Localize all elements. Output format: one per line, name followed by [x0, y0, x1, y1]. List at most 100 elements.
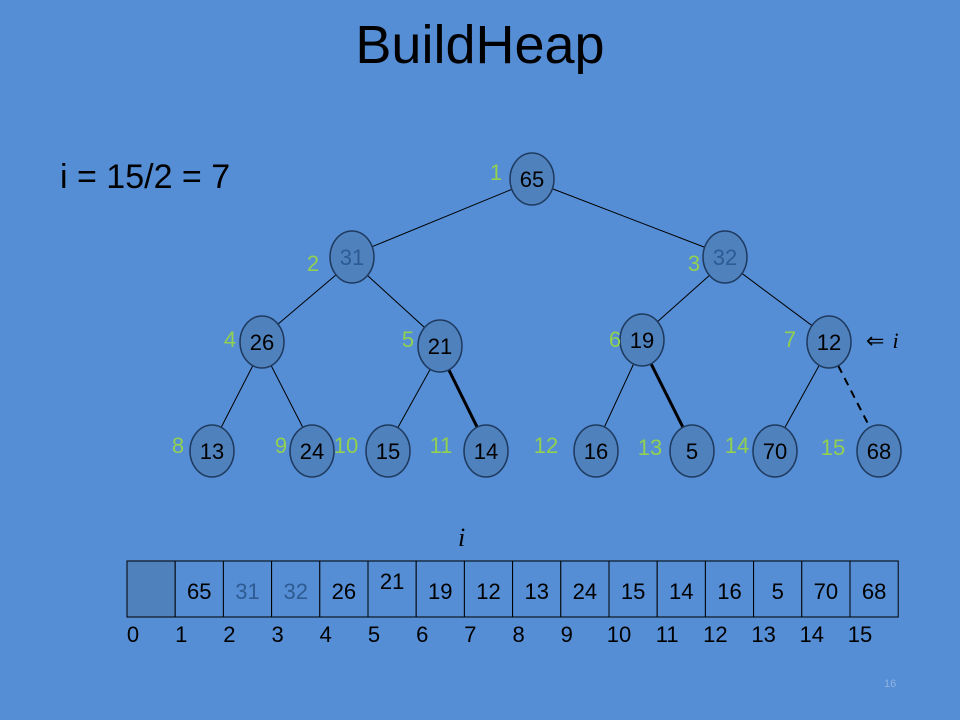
array-cell-3 — [271, 560, 321, 618]
array-index-label: 14 — [800, 622, 824, 647]
tree-edge-6-12 — [603, 363, 635, 428]
array-cell-value: 19 — [428, 579, 452, 604]
tree-node-circle — [463, 424, 509, 478]
tree-node-circle — [806, 315, 852, 369]
tree-node-value: 16 — [584, 439, 608, 464]
tree-node-6: 19 — [619, 313, 665, 367]
tree-node-value: 14 — [474, 439, 498, 464]
tree-node-14: 70 — [752, 424, 798, 478]
tree-edge-1-3 — [552, 188, 705, 248]
tree-node-circle — [619, 313, 665, 367]
page-number: 16 — [884, 678, 897, 690]
tree-node-1: 65 — [509, 152, 555, 206]
tree-node-value: 12 — [817, 330, 841, 355]
array-cell-value: 5 — [772, 579, 784, 604]
array-index-label: 11 — [656, 622, 679, 647]
tree-node-value: 65 — [520, 167, 544, 192]
tree-edge-4-8 — [220, 365, 254, 428]
array-cell-value: 68 — [862, 579, 886, 604]
array-index-label: 2 — [223, 622, 235, 647]
array-cell-value: 70 — [814, 579, 838, 604]
tree-position-label: 15 — [821, 435, 845, 460]
tree-node-11: 14 — [463, 424, 509, 478]
array-index-label: 6 — [416, 622, 428, 647]
tree-position-label: 8 — [172, 433, 184, 458]
array-pointer-i: i — [458, 523, 466, 552]
tree-position-label: 9 — [275, 433, 287, 458]
array-cell-11 — [656, 560, 706, 618]
array-cell-value: 16 — [717, 579, 741, 604]
array-index-label: 10 — [607, 622, 631, 647]
tree-edge-7-14 — [784, 365, 820, 428]
array-cell-2 — [222, 560, 273, 618]
array-index-label: 3 — [271, 622, 283, 647]
array-index-label: 15 — [848, 622, 872, 647]
array-cell-value: 13 — [524, 579, 548, 604]
array-cell-1 — [174, 560, 224, 618]
array-cell-7 — [463, 560, 514, 618]
array-cell-5 — [367, 560, 417, 618]
tree-node-12: 16 — [573, 424, 619, 478]
tree-node-9: 24 — [289, 424, 335, 478]
tree-node-circle — [573, 424, 619, 478]
array-index-label: 13 — [751, 622, 775, 647]
array-cell-8 — [512, 560, 562, 618]
tree-node-circle — [752, 424, 798, 478]
array-index-label: 5 — [368, 622, 380, 647]
array-index-label: 12 — [703, 622, 727, 647]
tree-edge-4-9 — [270, 365, 304, 428]
tree-node-5: 21 — [417, 319, 463, 373]
tree-position-label: 10 — [334, 433, 358, 458]
tree-node-value: 31 — [340, 245, 364, 270]
tree-node-circle — [509, 152, 555, 206]
array-index-label: 1 — [175, 622, 187, 647]
array-cell-13 — [753, 560, 803, 618]
tree-position-label: 12 — [534, 433, 558, 458]
tree-node-3: 32 — [702, 230, 748, 284]
array-cell-6 — [415, 560, 465, 618]
array-cell-12 — [704, 560, 755, 618]
array-cell-value: 31 — [235, 579, 259, 604]
tree-node-value: 13 — [200, 439, 224, 464]
tree-node-value: 32 — [713, 245, 737, 270]
tree-node-value: 21 — [428, 334, 452, 359]
tree-node-8: 13 — [189, 424, 235, 478]
tree-node-circle — [189, 424, 235, 478]
tree-node-circle — [417, 319, 463, 373]
left-arrow-icon: ⇐ — [866, 328, 885, 353]
tree-position-label: 11 — [430, 433, 453, 458]
array-cell-4 — [319, 560, 369, 618]
page-title: BuildHeap — [355, 15, 605, 75]
tree-edge-5-10 — [397, 369, 431, 428]
array-index-label: 8 — [512, 622, 524, 647]
tree-node-circle — [239, 315, 285, 369]
tree-node-value: 70 — [763, 439, 787, 464]
tree-edge-1-2 — [371, 188, 513, 248]
tree-node-circle — [669, 424, 715, 478]
pointer-variable: i — [892, 328, 899, 353]
tree-position-label: 13 — [638, 435, 662, 460]
tree-edge-7-15 — [837, 365, 871, 428]
tree-position-label: 2 — [307, 251, 319, 276]
array-index-label: 0 — [127, 622, 139, 647]
tree-position-label: 5 — [402, 327, 414, 352]
index-formula: i = 15/2 = 7 — [60, 158, 231, 196]
tree-node-circle — [856, 424, 902, 478]
tree-node-15: 68 — [856, 424, 902, 478]
tree-node-7: 12 — [806, 315, 852, 369]
array-cell-value: 24 — [573, 579, 597, 604]
tree-node-value: 68 — [867, 439, 891, 464]
tree-edge-6-13 — [649, 363, 685, 428]
tree-edge-5-11 — [447, 369, 479, 428]
tree-node-value: 15 — [376, 439, 400, 464]
tree-position-label: 6 — [609, 327, 621, 352]
tree-node-circle — [289, 424, 335, 478]
tree-node-value: 24 — [300, 439, 324, 464]
array-cell-15 — [849, 560, 899, 618]
array-cell-value: 15 — [621, 579, 645, 604]
tree-node-circle — [329, 230, 375, 284]
array-cell-value: 21 — [380, 569, 404, 594]
tree-node-value: 26 — [250, 330, 274, 355]
